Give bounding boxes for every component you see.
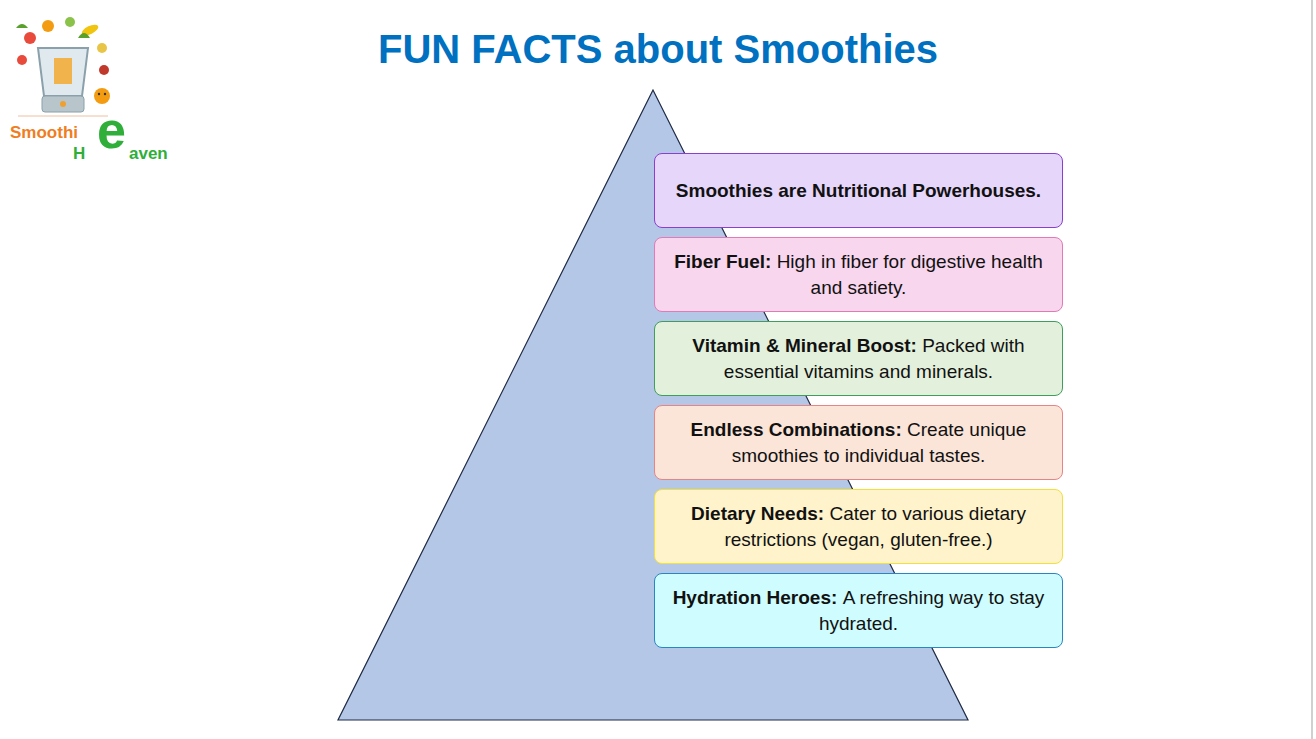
logo-text: aven xyxy=(129,145,168,162)
fact-heading: Vitamin & Mineral Boost: xyxy=(692,335,917,356)
fact-heading: Dietary Needs: xyxy=(691,503,824,524)
fact-text: Endless Combinations:Create unique smoot… xyxy=(669,417,1048,469)
logo-text: H xyxy=(73,145,85,162)
fact-text: Fiber Fuel: High in fiber for digestive h… xyxy=(669,249,1048,301)
fact-box: Endless Combinations:Create unique smoot… xyxy=(654,405,1063,480)
fact-box: Vitamin & Mineral Boost:Packed with esse… xyxy=(654,321,1063,396)
fact-text: Vitamin & Mineral Boost:Packed with esse… xyxy=(669,333,1048,385)
fact-text: Dietary Needs:Cater to various dietary r… xyxy=(669,501,1048,553)
fact-heading: Smoothies are Nutritional Powerhouses. xyxy=(676,180,1041,201)
logo-text: e xyxy=(97,104,126,156)
fact-text: Smoothies are Nutritional Powerhouses. xyxy=(676,178,1041,204)
fact-heading: Endless Combinations: xyxy=(691,419,902,440)
logo-text: Smoothi xyxy=(10,124,78,141)
slide-edge xyxy=(1311,0,1313,739)
fact-body: A refreshing way to stay hydrated. xyxy=(819,587,1044,634)
fact-box: Smoothies are Nutritional Powerhouses. xyxy=(654,153,1063,228)
fact-box: Hydration Heroes:A refreshing way to sta… xyxy=(654,573,1063,648)
fact-box: Fiber Fuel: High in fiber for digestive h… xyxy=(654,237,1063,312)
fact-box: Dietary Needs:Cater to various dietary r… xyxy=(654,489,1063,564)
fact-body: High in fiber for digestive health and s… xyxy=(777,251,1043,298)
blender-logo xyxy=(8,8,118,118)
fact-heading: Fiber Fuel: xyxy=(674,251,771,272)
slide-title: FUN FACTS about Smoothies xyxy=(0,24,1316,74)
fact-text: Hydration Heroes:A refreshing way to sta… xyxy=(669,585,1048,637)
fact-heading: Hydration Heroes: xyxy=(673,587,838,608)
